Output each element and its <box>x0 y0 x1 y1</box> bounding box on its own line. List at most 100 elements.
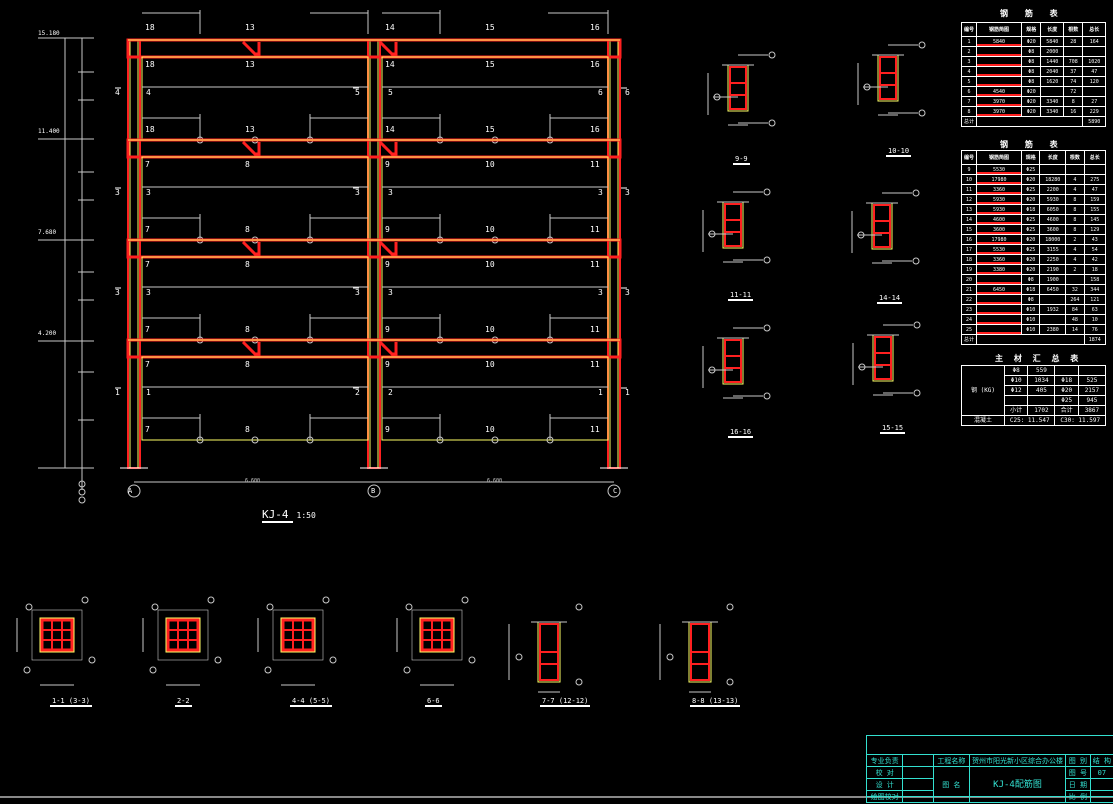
rebar-callout-icon <box>768 119 776 127</box>
table-cell: 4 <box>1065 244 1085 255</box>
table-cell: 10 <box>1083 314 1107 325</box>
section-mark: 1 <box>625 388 630 397</box>
member-label: 15 <box>485 60 495 69</box>
rebar-callout-icon <box>25 603 33 611</box>
table-cell: Φ18 <box>1020 204 1041 215</box>
member-label: 8 <box>245 225 250 234</box>
table-cell: 4 <box>961 66 977 77</box>
beam-rebar <box>126 38 622 59</box>
column-sections <box>16 596 734 693</box>
section-mark: 1 <box>115 388 120 397</box>
section-mark: 4 <box>115 88 120 97</box>
table-cell: 18 <box>961 254 977 265</box>
rebar-callout-icon <box>149 666 157 674</box>
summary-cell <box>1077 365 1107 376</box>
section-mark: 2 <box>355 388 360 397</box>
table-cell: 2190 <box>1039 264 1067 275</box>
member-label: 7 <box>145 260 150 269</box>
section-mark: 3 <box>355 188 360 197</box>
table-cell: Φ10 <box>1020 314 1041 325</box>
rebar-callout-icon <box>763 392 771 400</box>
table-cell: 20 <box>961 274 977 285</box>
table-cell: 19 <box>961 264 977 275</box>
summary-cell: 945 <box>1077 395 1107 406</box>
table-header: 总长 <box>1082 22 1106 37</box>
summary-cell: 小计 <box>1003 405 1029 416</box>
table-cell <box>1082 86 1106 97</box>
stirrup-rebar <box>724 203 742 247</box>
rebar-callout-icon <box>264 666 272 674</box>
rebar-table-1-title: 钢 筋 表 <box>1000 9 1064 18</box>
axis-bubble-b: B <box>371 487 376 495</box>
summary-table: 钢 (KG) Φ8 559 Φ10 1034 Φ18 525 Φ12 405 Φ… <box>961 365 1107 426</box>
table-cell: Φ25 <box>1020 184 1041 195</box>
summary-cell: 合计 <box>1054 405 1079 416</box>
rebar-callout-icon <box>726 678 734 686</box>
rebar-callout-icon <box>918 109 926 117</box>
table-cell <box>1082 46 1106 57</box>
rebar-shape-cell <box>976 294 1022 305</box>
axis-bubble-a: A <box>128 487 133 495</box>
table-cell: 2040 <box>1040 66 1064 77</box>
frame-scale: 1:50 <box>296 511 316 520</box>
rebar-callout-icon <box>575 603 583 611</box>
rebar-shape-cell: 4600 <box>976 214 1022 225</box>
section-mark: 3 <box>598 288 603 297</box>
member-label: 15 <box>485 23 495 32</box>
tb-value <box>902 778 934 791</box>
bay-outline <box>381 256 609 341</box>
tb-label: 设 计 <box>865 778 904 791</box>
table-cell: 14 <box>961 214 977 225</box>
rebar-shape-cell <box>976 274 1022 285</box>
member-label: 10 <box>485 360 495 369</box>
table-cell: 8 <box>1065 204 1085 215</box>
table-cell: 16 <box>1062 106 1084 117</box>
member-label: 8 <box>245 325 250 334</box>
table-cell: 22 <box>961 294 977 305</box>
table-cell: 8 <box>1065 224 1085 235</box>
table-cell: Φ25 <box>1020 214 1041 225</box>
bay-outline <box>141 256 369 341</box>
table-cell: 76 <box>1083 324 1107 335</box>
title-block: 专业负责 工程名称 贺州市阳光新小区综合办公楼 图 别 结 构 校 对 图 名 … <box>865 754 1113 803</box>
span-dimension: 6.600 <box>245 478 261 484</box>
rebar-shape-cell <box>976 304 1022 315</box>
axis-bubble-icon <box>607 484 621 498</box>
section-mark: 3 <box>355 288 360 297</box>
section-label-6-6: 6-6 <box>425 697 442 707</box>
table-cell: 42 <box>1083 254 1107 265</box>
rebar-callout-icon <box>251 436 259 444</box>
section-label-11-11: 11-11 <box>728 291 754 301</box>
leader-grid <box>411 609 463 661</box>
tb-project-name: 贺州市阳光新小区综合办公楼 <box>969 754 1067 767</box>
stirrup-rebar <box>40 618 74 652</box>
stirrup-rebar <box>166 618 200 652</box>
rebar-callout-icon <box>768 51 776 59</box>
rebar-callout-icon <box>436 436 444 444</box>
section-mark: 1 <box>146 388 151 397</box>
rebar-callout-icon <box>81 596 89 604</box>
table-cell: 18000 <box>1039 234 1067 245</box>
table-cell <box>1065 164 1085 175</box>
table-cell: 8 <box>961 106 977 117</box>
bay-outline <box>141 356 369 441</box>
table-cell <box>1039 314 1067 325</box>
beam-sections <box>702 41 926 400</box>
table-cell: 48 <box>1065 314 1085 325</box>
level-label: 4.200 <box>38 330 57 337</box>
rebar-callout-icon <box>913 389 921 397</box>
member-label: 14 <box>385 60 395 69</box>
rebar-callout-icon <box>726 603 734 611</box>
tb-label: 图 名 <box>932 766 971 803</box>
table-cell: 43 <box>1083 234 1107 245</box>
table-cell: Φ20 <box>1020 264 1041 275</box>
